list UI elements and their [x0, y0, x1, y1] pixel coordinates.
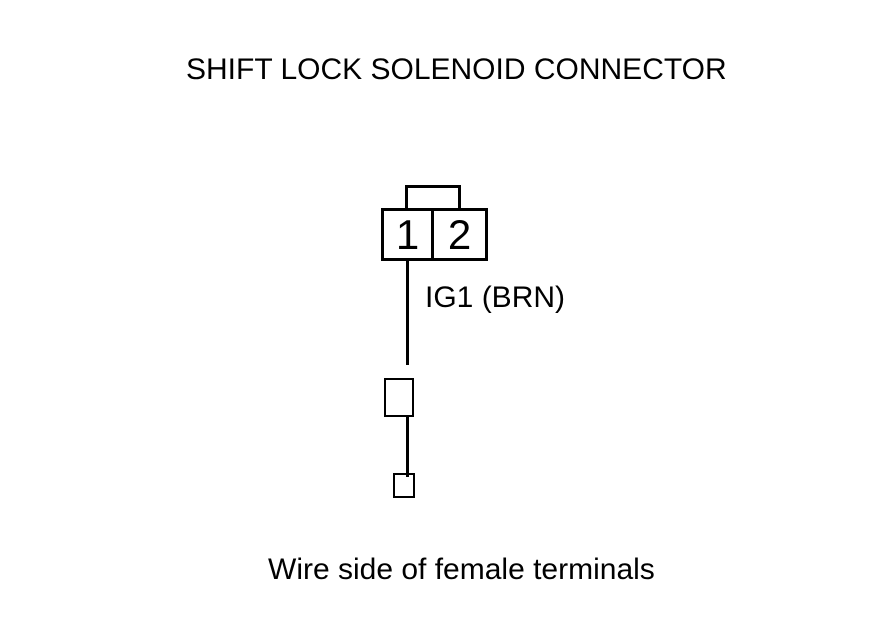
terminal-cavity-1: 1 — [384, 211, 434, 258]
wire-end-box — [393, 473, 415, 498]
connector-body: 1 2 — [381, 208, 488, 261]
diagram-title: SHIFT LOCK SOLENOID CONNECTOR — [186, 53, 727, 86]
inline-component-box — [384, 378, 414, 417]
footer-caption: Wire side of female terminals — [268, 553, 655, 586]
wire-segment-lower — [406, 417, 409, 477]
terminal-number-2: 2 — [447, 210, 472, 258]
wire-segment-upper — [406, 261, 409, 365]
terminal-cavity-2: 2 — [434, 211, 485, 258]
wire-label: IG1 (BRN) — [425, 281, 566, 314]
terminal-number-1: 1 — [395, 210, 420, 258]
